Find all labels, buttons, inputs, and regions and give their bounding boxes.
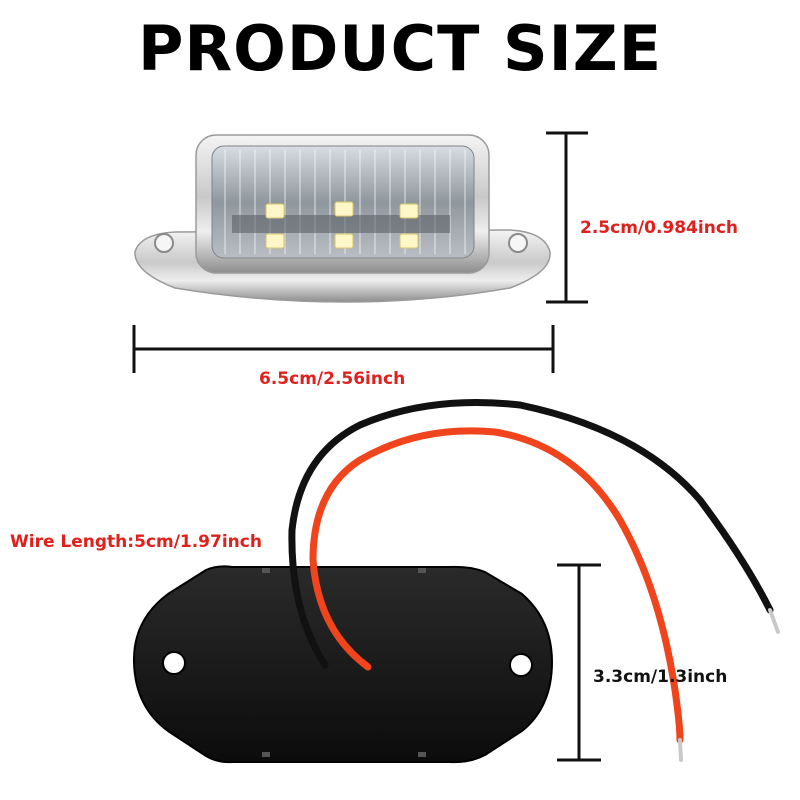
led-light-back-icon bbox=[132, 565, 554, 764]
black-wire bbox=[288, 399, 780, 669]
width-top-dimension-line bbox=[132, 325, 555, 373]
led-light-front-icon bbox=[134, 134, 551, 303]
width-top-label: 6.5cm/2.56inch bbox=[259, 369, 406, 389]
red-wire bbox=[309, 427, 684, 762]
height-top-dimension-line bbox=[546, 131, 588, 304]
height-top-label: 2.5cm/0.984inch bbox=[580, 218, 738, 238]
page-title: PRODUCT SIZE bbox=[137, 12, 663, 85]
height-bottom-label: 3.3cm/1.3inch bbox=[593, 667, 728, 687]
height-bottom-dimension-line bbox=[557, 563, 601, 762]
wire-length-label: Wire Length:5cm/1.97inch bbox=[10, 532, 262, 552]
